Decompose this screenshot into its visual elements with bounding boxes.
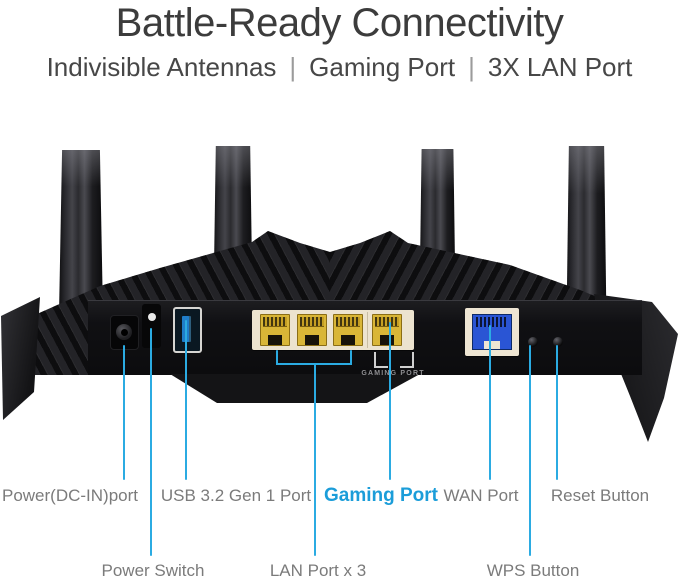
usb-port-graphic (173, 307, 202, 353)
gaming-port-tab (380, 335, 394, 345)
callout-lan-stub-left (276, 350, 278, 365)
lan-port-1-pins (263, 317, 287, 327)
antenna-1 (59, 150, 103, 315)
wan-port-tab (484, 341, 500, 349)
callout-line-lan (314, 363, 316, 556)
lan-port-2 (297, 314, 327, 346)
gaming-port-panel-text: GAMING PORT (361, 370, 425, 377)
callout-line-power-dc (123, 345, 125, 480)
lan-port-3 (333, 314, 363, 346)
reset-button-graphic (553, 337, 563, 347)
callout-line-wps (529, 345, 531, 556)
label-wps-button: WPS Button (486, 561, 580, 580)
page-subtitle: Indivisible Antennas | Gaming Port | 3X LAN … (0, 52, 679, 83)
callout-line-reset (556, 345, 558, 480)
wan-port-graphic (472, 314, 512, 350)
gaming-port-pins (375, 317, 399, 327)
callout-line-usb (185, 320, 187, 480)
power-switch-graphic (142, 304, 161, 348)
callout-line-power-switch (150, 328, 152, 556)
wan-port-pins (476, 317, 508, 327)
dc-jack-hole (120, 328, 128, 336)
wps-button-graphic (528, 337, 538, 347)
power-switch-dot (147, 313, 156, 321)
lan-port-1 (260, 314, 290, 346)
lan-port-block (252, 310, 414, 350)
subtitle-separator: | (289, 52, 297, 82)
bezel-divider (367, 312, 368, 348)
lan-port-1-tab (268, 335, 282, 345)
label-power-dc: Power(DC-IN)port (1, 486, 139, 505)
label-wan-port: WAN Port (443, 486, 519, 505)
subtitle-separator: | (468, 52, 475, 82)
gaming-port-graphic (372, 314, 402, 346)
label-lan-ports: LAN Port x 3 (269, 561, 367, 580)
callout-line-wan (489, 325, 491, 480)
callout-line-gaming (389, 322, 391, 480)
label-reset-button: Reset Button (550, 486, 650, 505)
label-usb: USB 3.2 Gen 1 Port (160, 486, 312, 505)
subtitle-feature-gaming-port: Gaming Port (309, 52, 456, 82)
wan-port-block (465, 308, 519, 356)
gaming-port-bracket-right (400, 352, 414, 368)
lan-port-3-pins (336, 317, 360, 327)
gaming-port-bracket-left (374, 352, 388, 368)
label-gaming-port: Gaming Port (323, 485, 439, 506)
subtitle-feature-lan-port: 3X LAN Port (487, 52, 633, 82)
label-power-switch: Power Switch (101, 561, 205, 580)
callout-lan-stub-right (350, 350, 352, 365)
subtitle-feature-antennas: Indivisible Antennas (46, 52, 277, 82)
lan-port-2-tab (305, 335, 319, 345)
lan-port-2-pins (300, 317, 324, 327)
lan-port-3-tab (341, 335, 355, 345)
dc-power-jack (110, 315, 139, 350)
page-title: Battle-Ready Connectivity (115, 1, 564, 45)
